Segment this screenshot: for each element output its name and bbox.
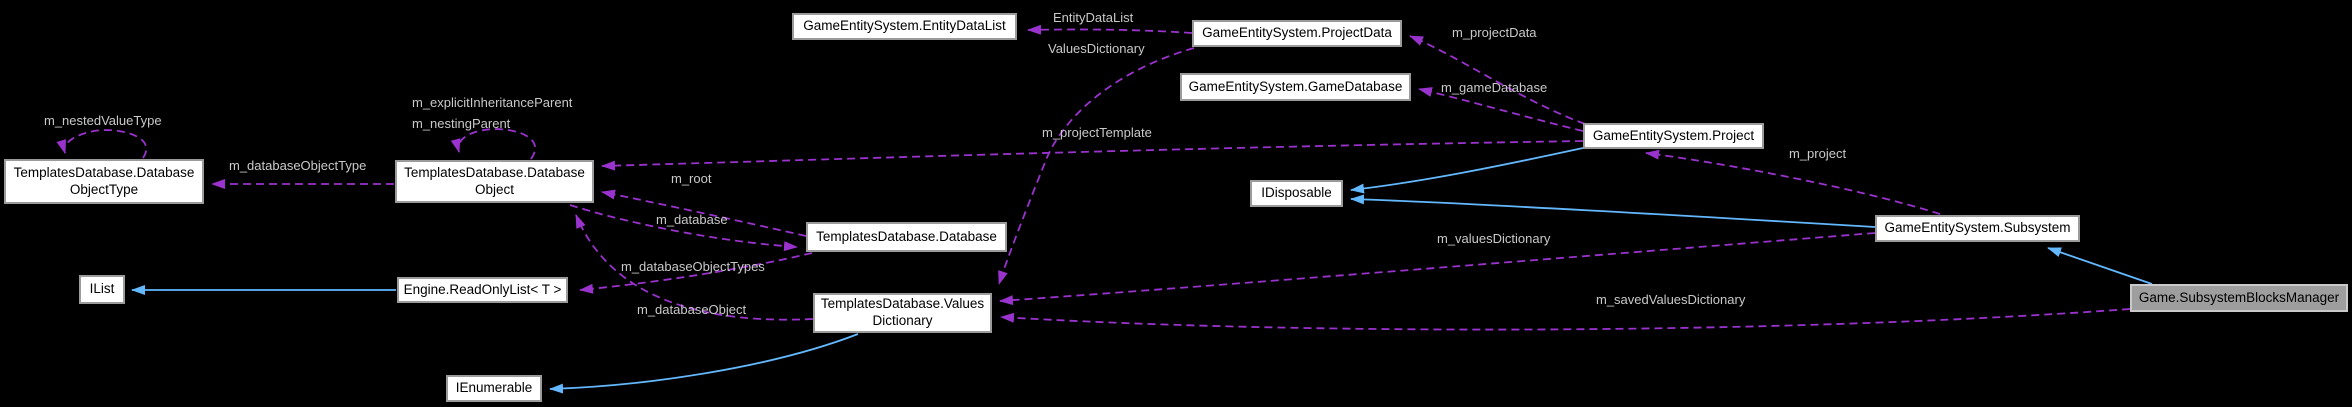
edge-valuesdictionary-dashed-arrow [998,47,1195,285]
edge-label-m-gamedatabase: m_gameDatabase [1441,80,1548,95]
edge-label-m-nestedvaluetype: m_nestedValueType [44,113,162,128]
edge-label-m-databaseobject: m_databaseObject [637,302,747,317]
edge-label-m-savedvaluesdictionary: m_savedValuesDictionary [1596,292,1746,307]
edge-m-savedvaluesdictionary-dashed-arrow [1000,308,2131,331]
node-templatesdatabase-databaseobject[interactable]: TemplatesDatabase.Database Object [395,160,594,203]
node-gameentitysystem-projectdata[interactable]: GameEntitySystem.ProjectData [1192,20,1402,47]
edge-m-project-dashed-arrow [1645,149,1941,215]
edge-label-inheritance-nesting-parent-loop-0: m_explicitInheritanceParent [412,95,573,110]
node-gameentitysystem-entitydatalist[interactable]: GameEntitySystem.EntityDataList [792,13,1017,40]
edge-m-valuesdictionary-dashed-arrow [999,232,1876,306]
edge-inh-valuesdictionary-ienumerable-inheritance-arrow [549,333,859,394]
edge-label-m-databaseobjecttype: m_databaseObjectType [229,158,367,173]
edge-label-m-root: m_root [671,171,712,186]
node-templatesdatabase-database[interactable]: TemplatesDatabase.Database [806,222,1007,252]
node-templatesdatabase-valuesdictionary[interactable]: TemplatesDatabase.Values Dictionary [813,293,992,333]
edge-label-m-project: m_project [1789,146,1847,161]
node-game-subsystemblocksmanager: Game.SubsystemBlocksManager [2130,284,2348,312]
edge-label-m-databaseobjecttypes: m_databaseObjectTypes [621,259,765,274]
node-idisposable[interactable]: IDisposable [1250,180,1343,207]
edge-m-root-dashed-arrow [601,189,807,237]
edge-m-projecttemplate-dashed-arrow [601,140,1584,171]
edge-label-m-projectdata: m_projectData [1452,25,1537,40]
node-templatesdatabase-databaseobjecttype[interactable]: TemplatesDatabase.Database ObjectType [4,159,204,204]
edge-inh-blocksmanager-subsystem-inheritance-arrow [2047,247,2153,285]
edge-label-entitydatalist: EntityDataList [1053,10,1134,25]
node-engine-readonlylist[interactable]: Engine.ReadOnlyList< T > [397,277,568,303]
edge-entitydatalist-dashed-arrow [1027,24,1193,35]
edge-label-m-valuesdictionary: m_valuesDictionary [1437,231,1551,246]
edge-inh-project-idisposable-inheritance-arrow [1350,147,1584,194]
edge-label-m-projecttemplate: m_projectTemplate [1042,125,1152,140]
edge-m-projectdata-dashed-arrow [1409,35,1586,125]
edge-inheritance-nesting-parent-loop-dashed-arrow [450,128,536,160]
edge-m-database-dashed-arrow [569,204,798,252]
node-ilist[interactable]: IList [79,275,125,304]
node-gameentitysystem-project[interactable]: GameEntitySystem.Project [1583,123,1764,149]
node-ienumerable[interactable]: IEnumerable [446,375,542,402]
edge-label-inheritance-nesting-parent-loop-1: m_nestingParent [412,116,511,131]
edge-m-gamedatabase-dashed-arrow [1418,87,1584,132]
edge-inh-subsystem-idisposable-inheritance-arrow [1350,194,1876,228]
node-gameentitysystem-gamedatabase[interactable]: GameEntitySystem.GameDatabase [1180,73,1411,101]
edge-m-databaseobject-dashed-arrow [575,214,814,321]
edge-label-m-database: m_database [656,212,728,227]
node-gameentitysystem-subsystem[interactable]: GameEntitySystem.Subsystem [1875,215,2080,242]
edge-m-databaseobjecttypes-dashed-arrow [579,252,813,294]
edge-label-valuesdictionary: ValuesDictionary [1048,41,1145,56]
edge-m-nestedvaluetype-dashed-arrow [56,129,147,159]
